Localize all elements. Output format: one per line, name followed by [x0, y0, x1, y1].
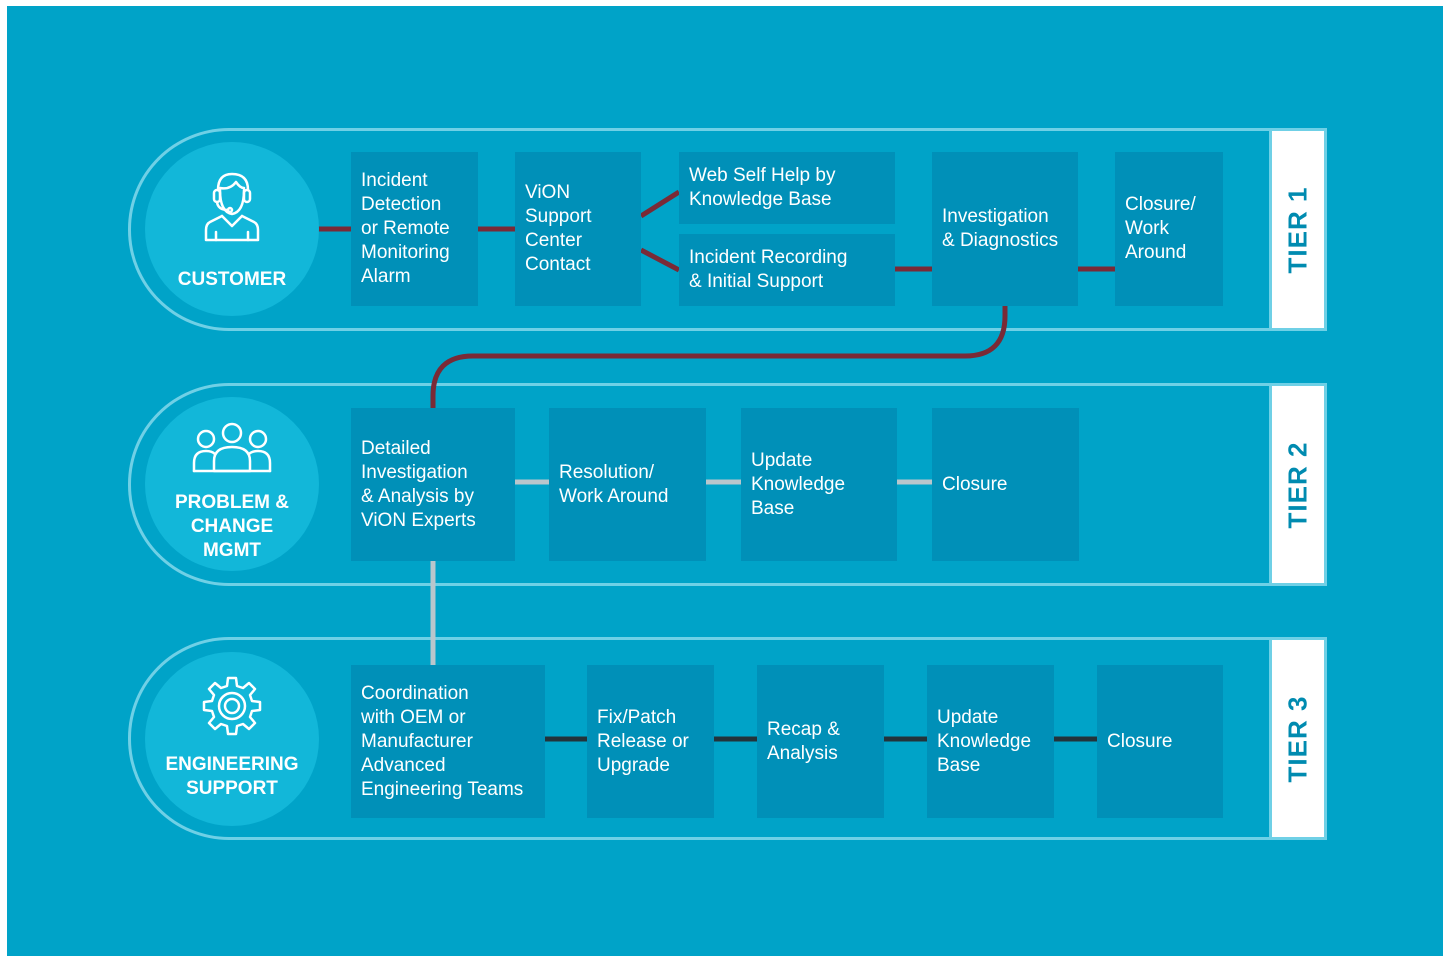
tier-1-lane	[128, 128, 1327, 331]
step-support-center-contact: ViON Support Center Contact	[515, 152, 641, 306]
tier-3-label-box: TIER 3	[1269, 637, 1327, 840]
step-coordination-oem: Coordination with OEM or Manufacturer Ad…	[351, 665, 545, 818]
tier-2-lane	[128, 383, 1327, 586]
step-closure-t2: Closure	[932, 408, 1079, 561]
step-update-knowledge-base-t3: Update Knowledge Base	[927, 665, 1054, 818]
headset-agent-icon	[204, 172, 260, 242]
problem-change-label: PROBLEM & CHANGE MGMT	[175, 492, 289, 561]
connector-t1-4	[639, 247, 681, 273]
step-closure-work-around: Closure/ Work Around	[1115, 152, 1223, 306]
connector-t1-3	[639, 189, 681, 219]
engineering-support-circle: ENGINEERING SUPPORT	[145, 652, 319, 826]
step-closure-t3: Closure	[1097, 665, 1223, 818]
problem-change-circle: PROBLEM & CHANGE MGMT	[145, 397, 319, 571]
customer-label: CUSTOMER	[177, 269, 287, 290]
step-detailed-investigation: Detailed Investigation & Analysis by ViO…	[351, 408, 515, 561]
step-incident-detection: Incident Detection or Remote Monitoring …	[351, 152, 478, 306]
step-resolution-work-around: Resolution/ Work Around	[549, 408, 706, 561]
connector-t1-to-t2	[430, 306, 1008, 409]
step-recap-analysis: Recap & Analysis	[757, 665, 884, 818]
step-update-knowledge-base-t2: Update Knowledge Base	[741, 408, 897, 561]
tier-3-lane	[128, 637, 1327, 840]
tier-1-label-box: TIER 1	[1269, 128, 1327, 331]
step-investigation-diagnostics: Investigation & Diagnostics	[932, 152, 1078, 306]
step-web-self-help: Web Self Help by Knowledge Base	[679, 152, 895, 224]
step-incident-recording: Incident Recording & Initial Support	[679, 234, 895, 306]
customer-circle: CUSTOMER	[145, 142, 319, 316]
step-fix-patch-release: Fix/Patch Release or Upgrade	[587, 665, 714, 818]
tier-2-label-box: TIER 2	[1269, 383, 1327, 586]
people-group-icon	[192, 422, 272, 473]
gear-icon	[202, 676, 262, 736]
engineering-support-label: ENGINEERING SUPPORT	[165, 754, 299, 799]
